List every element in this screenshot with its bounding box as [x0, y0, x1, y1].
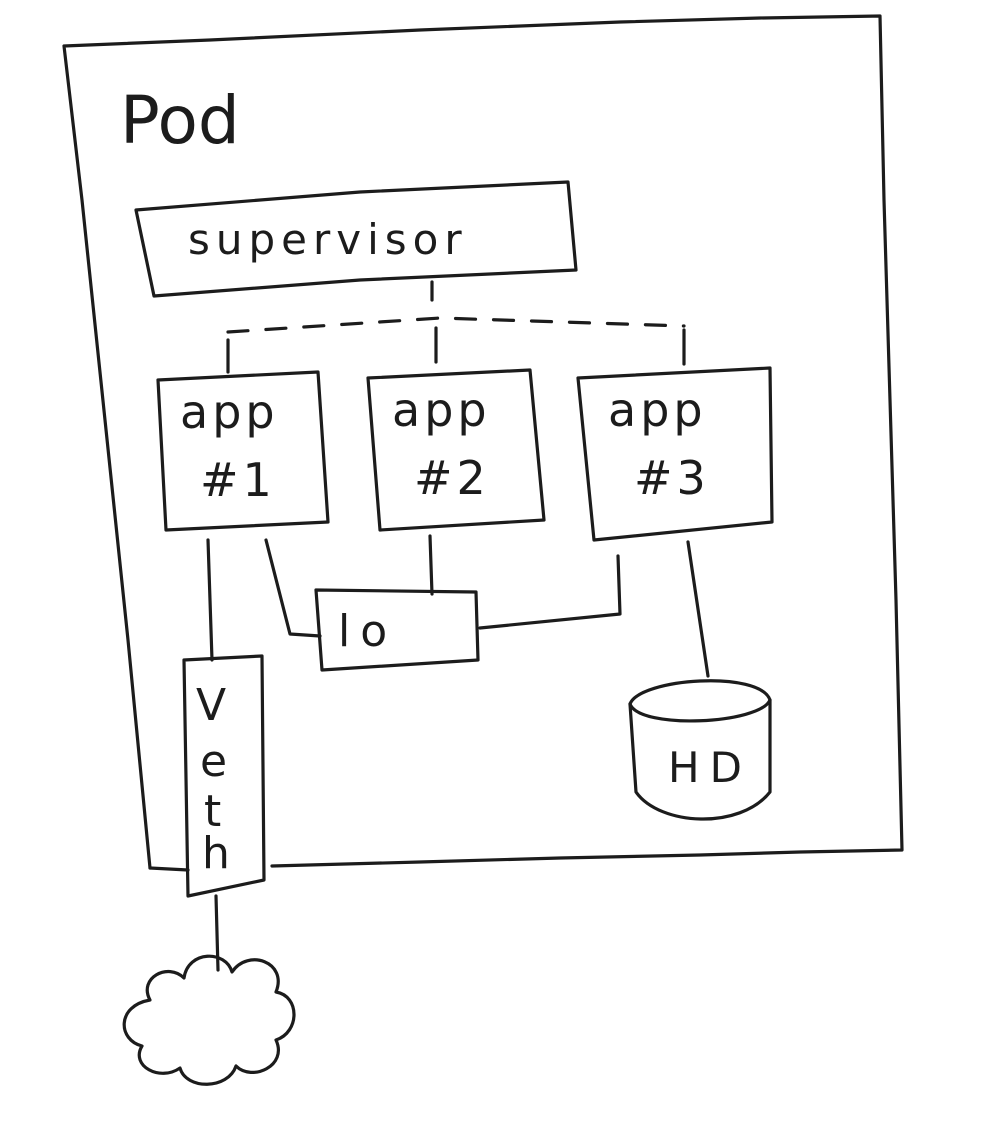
pod-frame	[62, 14, 904, 872]
app-1-box	[156, 370, 330, 532]
app3-hd-link	[686, 540, 710, 678]
app-1-label-line2: #1	[200, 453, 276, 507]
supervisor-connector	[226, 280, 686, 374]
veth-letter-3: t	[204, 786, 221, 837]
pod-title: Pod	[120, 82, 240, 159]
app-2-label-line1: app	[392, 383, 491, 437]
lo-connections	[264, 534, 622, 638]
veth-letter-2: e	[200, 736, 227, 787]
app-2-label-line2: #2	[414, 451, 490, 505]
app-3-label-line1: app	[608, 383, 707, 437]
cloud-icon	[122, 954, 296, 1086]
hd-cylinder-icon	[628, 679, 772, 821]
veth-letter-4: h	[202, 828, 230, 879]
app1-veth-link	[206, 538, 214, 662]
app-3-label-line2: #3	[634, 451, 710, 505]
app-3-box	[576, 366, 774, 542]
supervisor-box	[134, 180, 578, 298]
hd-label: HD	[668, 743, 752, 792]
lo-label: lo	[338, 606, 397, 657]
veth-letter-1: V	[196, 680, 226, 731]
veth-box	[182, 654, 266, 898]
lo-box	[314, 588, 480, 672]
app-1-label-line1: app	[180, 385, 279, 439]
app-2-box	[366, 368, 546, 532]
supervisor-label: supervisor	[188, 215, 468, 264]
